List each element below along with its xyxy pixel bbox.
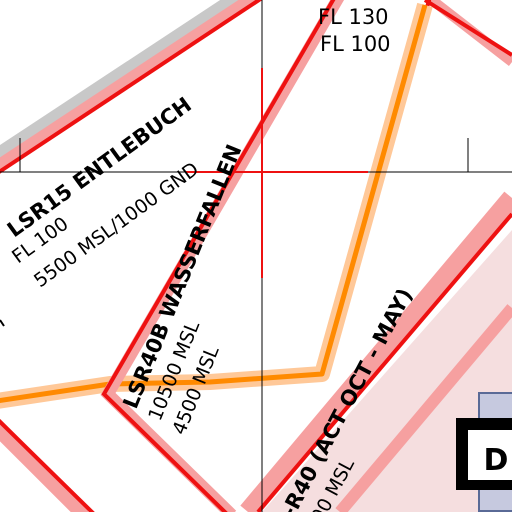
lsr40-boundary	[240, 191, 512, 512]
crosshair-icon	[185, 68, 368, 278]
airfield-marker-letter: D	[484, 443, 509, 478]
lsr40-zone-fill	[262, 230, 512, 512]
lsr15-lower-boundary	[0, 418, 95, 512]
orange-route	[0, 2, 433, 409]
lsr15-boundary	[0, 0, 263, 174]
top-airspace-boundary	[418, 0, 512, 66]
top-label-lower: FL 100	[320, 32, 391, 56]
airfield-marker-icon[interactable]: D	[456, 392, 512, 512]
lsr15-name: LSR15 ENTLEBUCH	[3, 93, 196, 242]
top-label-upper: FL 130	[318, 5, 389, 29]
gray-boundary-halo	[0, 0, 246, 162]
